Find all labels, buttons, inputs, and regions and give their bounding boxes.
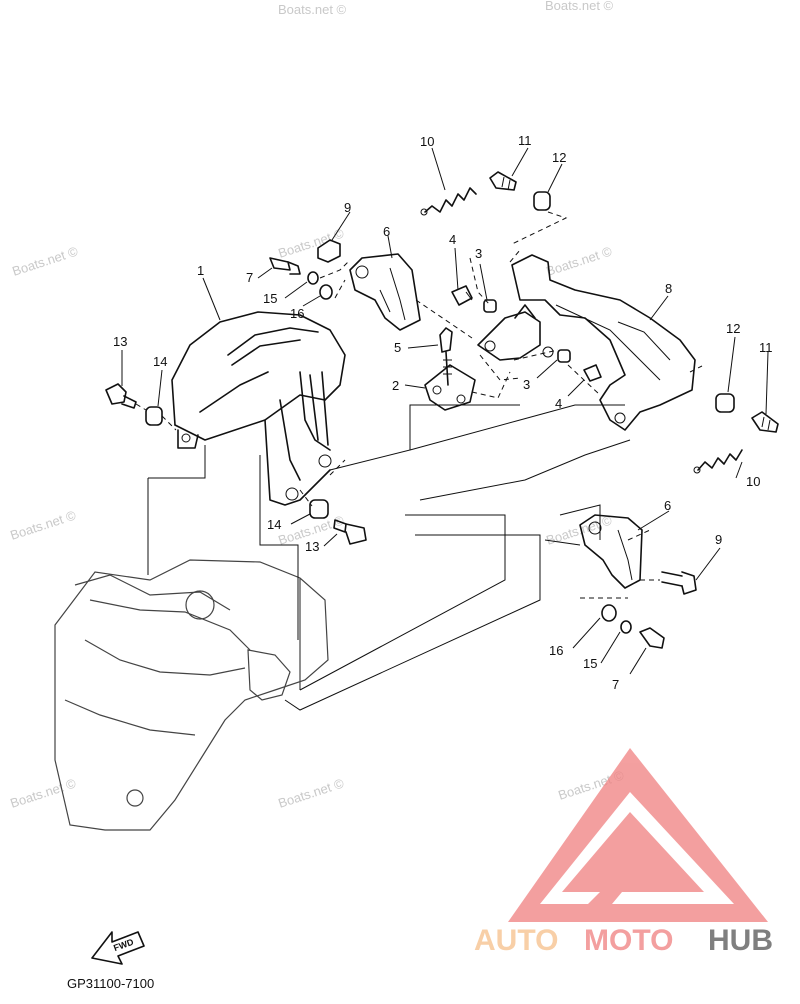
watermark-9: Boats.net © [8,775,78,810]
callout-16-lower: 16 [549,643,563,658]
part-16-spacer-upper [319,284,333,300]
logo-text-hub: HUB [708,924,773,957]
watermark-8: Boats.net © [544,512,614,547]
part-8-frame-bracket [477,254,696,431]
part-10-spring-lower [693,449,743,474]
callout-6-upper: 6 [383,224,390,239]
callout-16-upper: 16 [290,306,304,321]
callout-1: 1 [197,263,204,278]
callout-10-upper: 10 [420,134,434,149]
logo-text-moto: MOTO [584,924,673,957]
part-6-mount-lower [579,514,643,589]
watermark-3: Boats.net © [10,243,80,278]
callout-12-lower: 12 [726,321,740,336]
engine-block [54,559,329,831]
fwd-arrow: FWD [91,931,145,965]
part-5-fitting [439,327,453,386]
part-7-bolt-lower [639,627,665,649]
callout-11-upper: 11 [518,133,532,148]
part-14-spacer-left [145,406,163,426]
callout-9-lower: 9 [715,532,722,547]
callout-7-lower: 7 [612,677,619,692]
watermark-4: Boats.net © [276,225,346,260]
part-13-bolt-lower [333,519,367,545]
part-4-bolt-upper [451,285,473,306]
callouts: 1 2 3 3 4 4 5 6 6 7 7 8 9 9 10 10 11 11 … [113,133,773,692]
callout-5: 5 [394,340,401,355]
watermark-6: Boats.net © [8,507,78,542]
part-9-bolt-lower [661,571,697,595]
callout-9-upper: 9 [344,200,351,215]
part-6-mount-upper [349,253,421,331]
callout-8: 8 [665,281,672,296]
watermark-10: Boats.net © [276,775,346,810]
part-7-bolt-upper [269,257,301,275]
callout-7-upper: 7 [246,270,253,285]
part-11-screw-upper [489,171,517,191]
callout-14-left: 14 [153,354,167,369]
logo-text-auto: AUTO [474,924,558,957]
part-16-spacer-lower [601,604,617,622]
callout-2: 2 [392,378,399,393]
part-1-cover-bracket [171,311,346,506]
callout-6-lower: 6 [664,498,671,513]
part-10-spring-upper [420,187,477,216]
part-15-washer-lower [620,620,632,634]
part-12-bushing-upper [533,191,551,211]
callout-3-upper: 3 [475,246,482,261]
callout-14-lower: 14 [267,517,281,532]
part-12-bushing-lower [715,393,735,413]
automotohub-logo: AUTO MOTO HUB [474,748,773,957]
part-3-nut-lower [557,349,571,363]
watermark-5: Boats.net © [544,243,614,278]
part-3-nut-upper [483,299,497,313]
part-4-bolt-lower [583,364,602,382]
callout-15-upper: 15 [263,291,277,306]
watermark-1: Boats.net © [278,2,347,17]
callout-15-lower: 15 [583,656,597,671]
callout-13-lower: 13 [305,539,319,554]
callout-10-lower: 10 [746,474,760,489]
dashed-assembly-lines [135,211,703,599]
callout-4-upper: 4 [449,232,456,247]
callout-13-left: 13 [113,334,127,349]
part-2-plate [424,364,476,411]
callout-12-upper: 12 [552,150,566,165]
part-15-washer-upper [307,271,319,285]
diagram-code: GP31100-7100 [67,976,154,991]
part-11-screw-lower [751,411,779,433]
leader-lines [121,147,769,675]
assembly-outlines [147,404,631,711]
watermarks: Boats.net © Boats.net © Boats.net © Boat… [8,0,626,811]
part-9-bolt-upper [317,239,341,263]
watermark-2: Boats.net © [545,0,614,13]
callout-4-lower: 4 [555,396,562,411]
callout-11-lower: 11 [759,340,773,355]
callout-3-lower: 3 [523,377,530,392]
part-13-bolt-left [105,383,137,409]
part-14-spacer-lower [309,499,329,519]
